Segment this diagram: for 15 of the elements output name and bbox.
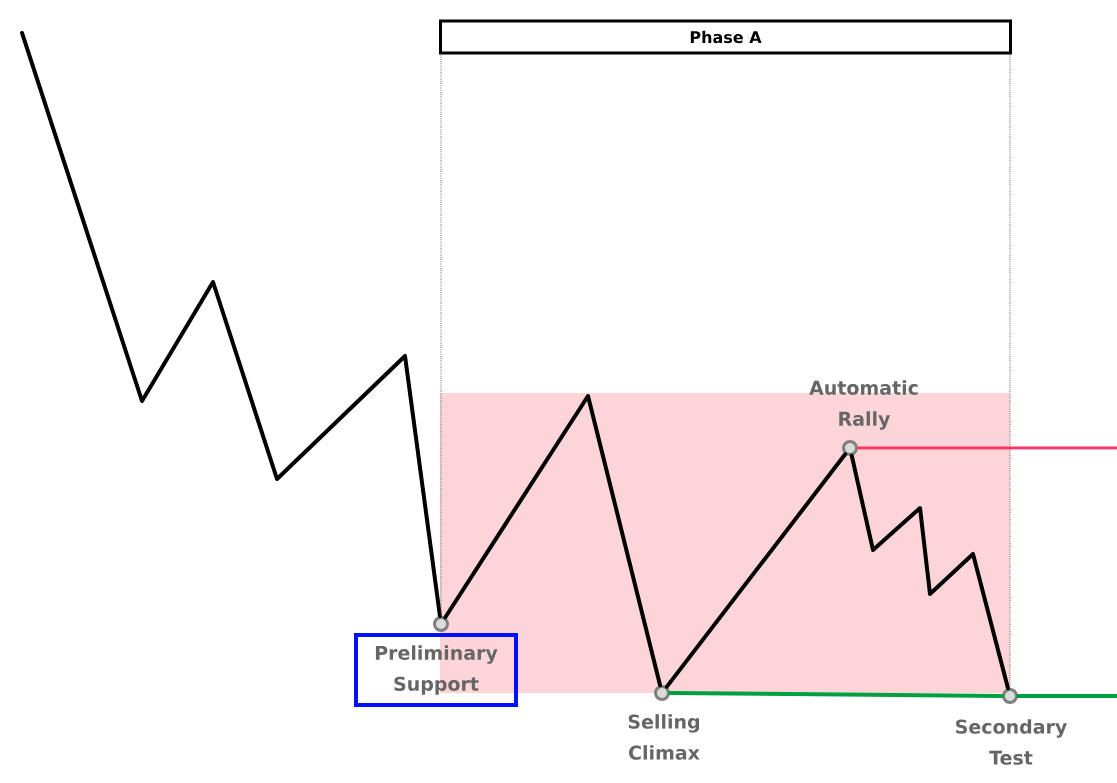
- price-line: [664, 452, 848, 689]
- phase-boundary-line: [440, 54, 442, 617]
- support-line: [668, 691, 1004, 698]
- resistance-line: [856, 446, 1117, 450]
- point-label: Secondary Test: [956, 719, 1067, 765]
- phase-boundary-line: [1009, 54, 1011, 689]
- point-label: Selling Climax: [628, 714, 700, 760]
- price-line: [849, 453, 1010, 691]
- price-line: [443, 394, 663, 688]
- highlight-box: Preliminary Support: [354, 633, 518, 707]
- support-line: [1016, 694, 1117, 698]
- point-marker: [433, 616, 449, 632]
- point-label: Automatic Rally: [809, 380, 918, 430]
- phase-header-box: Phase A: [439, 19, 1012, 55]
- price-line: [20, 31, 442, 619]
